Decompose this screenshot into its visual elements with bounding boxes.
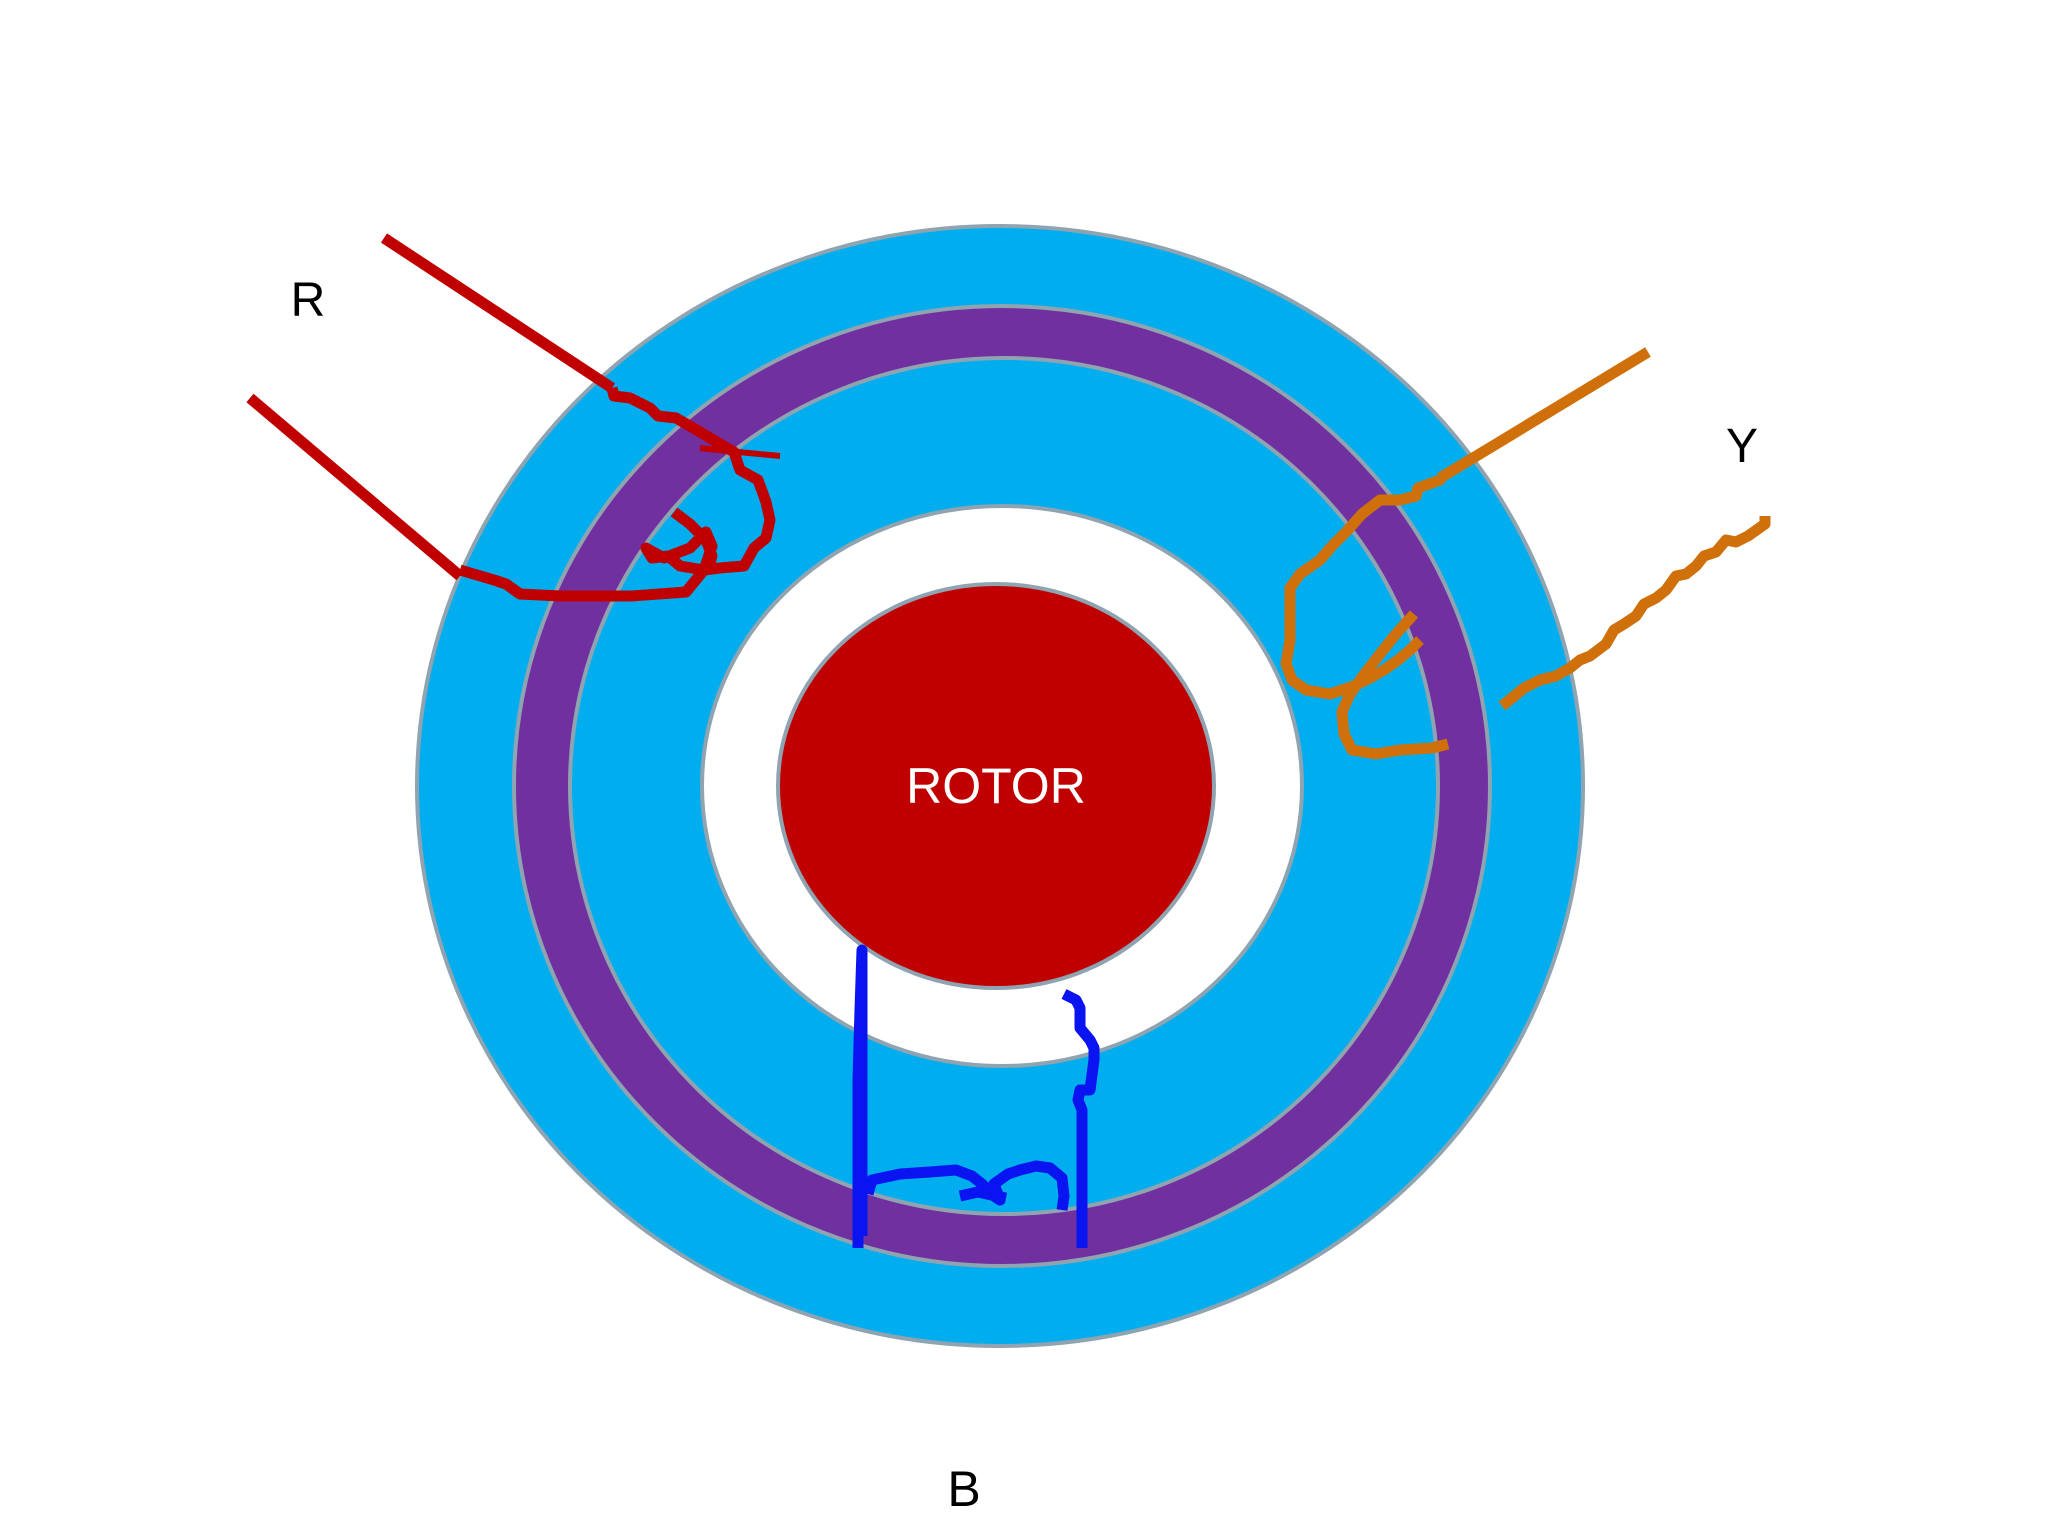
phase-b-winding: [852, 944, 1100, 1248]
phase-y-coil-loop: [1336, 610, 1450, 760]
phase-r-label: R: [291, 274, 326, 327]
phase-b-lead-right: [1061, 989, 1100, 1248]
phase-b-lead-left: [852, 944, 868, 1248]
phase-b-label: B: [947, 1461, 980, 1517]
rotor-label: ROTOR: [906, 758, 1086, 814]
rotor: [776, 582, 1216, 990]
phase-b-coil-cross: [958, 1186, 1008, 1204]
phase-y-label: Y: [1726, 420, 1758, 473]
phase-r-winding: [246, 233, 781, 602]
phase-r-coil-tip: [699, 445, 781, 459]
phase-y-lead-lower: [1498, 516, 1771, 711]
phase-y-lead-upper: [1437, 347, 1651, 483]
phase-r-coil-inner: [670, 507, 718, 572]
phase-r-lead-lower: [246, 393, 464, 581]
phase-y-winding: [1280, 347, 1771, 760]
phase-y-coil: [1280, 474, 1446, 700]
phase-r-lead-upper: [380, 233, 616, 393]
